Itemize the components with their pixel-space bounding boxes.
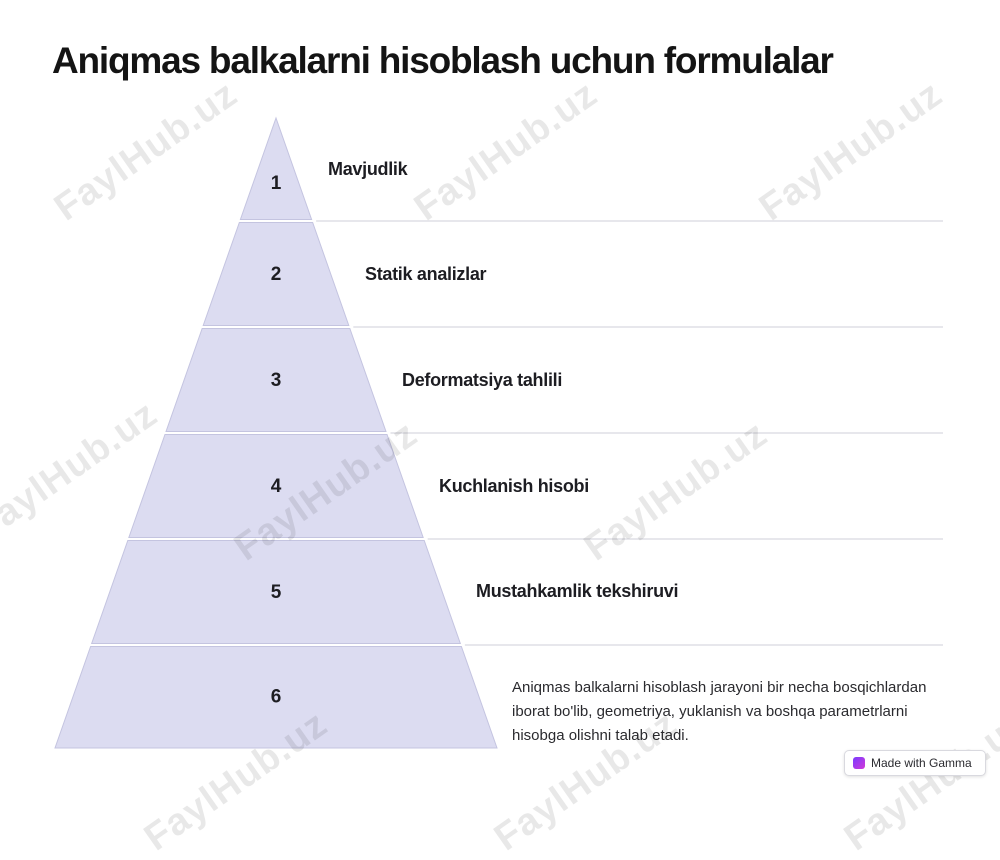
tier-6-description: Aniqmas balkalarni hisoblash jarayoni bi… — [512, 679, 927, 744]
gamma-logo-icon — [853, 757, 865, 769]
badge-label: Made with Gamma — [871, 756, 972, 770]
tier-number-3: 3 — [271, 370, 282, 391]
pyramid-tier-1 — [239, 116, 313, 220]
tier-label-3: Deformatsiya tahlili — [402, 370, 563, 390]
made-with-gamma-badge[interactable]: Made with Gamma — [844, 750, 986, 776]
pyramid-tier-6 — [54, 646, 498, 749]
tier-number-1: 1 — [271, 173, 282, 194]
pyramid-tier-4 — [128, 434, 424, 538]
tier-label-1: Mavjudlik — [328, 159, 408, 179]
tier-label-4: Kuchlanish hisobi — [439, 476, 589, 496]
tier-label-2: Statik analizlar — [365, 264, 487, 284]
tier-number-6: 6 — [271, 687, 282, 708]
page-title: Aniqmas balkalarni hisoblash uchun formu… — [52, 40, 834, 81]
pyramid-tier-2 — [202, 222, 350, 326]
pyramid-tier-5 — [90, 540, 462, 644]
tier-number-2: 2 — [271, 264, 282, 285]
pyramid-tier-3 — [165, 328, 387, 432]
tier-number-5: 5 — [271, 582, 282, 603]
tier-label-5: Mustahkamlik tekshiruvi — [476, 581, 679, 601]
pyramid-diagram: 1 2 3 4 5 6 — [54, 116, 943, 749]
tier-number-4: 4 — [271, 476, 282, 497]
